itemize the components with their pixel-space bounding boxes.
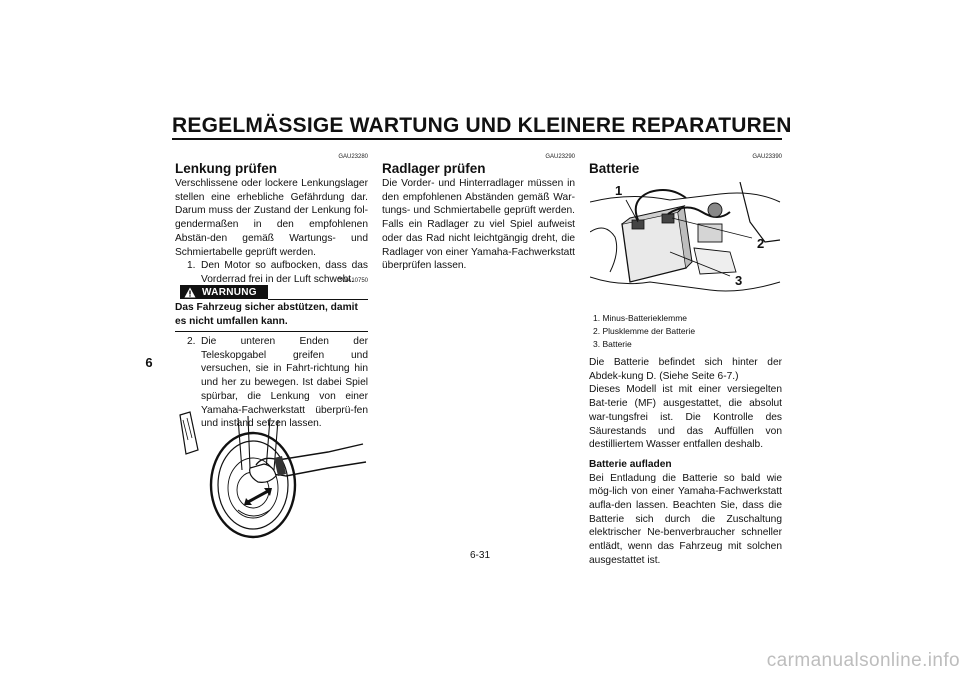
caption-2: 2. Plusklemme der Batterie: [593, 326, 696, 336]
title-rule: [172, 138, 782, 140]
battery-para-1: Die Batterie befindet sich hinter der Ab…: [589, 357, 782, 382]
steering-section: Verschlissene oder lockere Lenkungslager…: [175, 177, 368, 287]
page-number: 6-31: [469, 550, 490, 561]
battery-subheading: Batterie aufladen: [589, 458, 672, 470]
warning-rule-top: [268, 299, 368, 300]
step-2: 2. Die unteren Enden der Teleskopgabel g…: [175, 335, 368, 431]
battery-illustration: [590, 182, 782, 300]
steering-check-illustration: [179, 411, 367, 539]
warning-rule-bottom: [175, 331, 368, 332]
warning-label: WARNUNG: [202, 286, 257, 298]
heading-steering: Lenkung prüfen: [175, 161, 277, 176]
callout-2: 2: [757, 236, 765, 251]
warning-text: Das Fahrzeug sicher abstützen, damit es …: [175, 302, 358, 327]
section-code-steering: GAU23280: [338, 154, 368, 160]
page-title: REGELMÄSSIGE WARTUNG UND KLEINERE REPARA…: [172, 114, 792, 137]
section-code-wheel-bearings: GAU23290: [545, 154, 575, 160]
step-2-number: 2.: [187, 336, 196, 347]
battery-para-3: Bei Entladung die Batterie so bald wie m…: [589, 472, 782, 566]
warning-badge: WARNUNG: [180, 285, 268, 299]
step-1: 1. Den Motor so aufbocken, dass das Vord…: [175, 259, 368, 286]
chapter-tab: 6: [145, 355, 153, 370]
warning-triangle-icon: [184, 287, 196, 297]
caption-3: 3. Batterie: [593, 339, 632, 349]
wheel-bearings-text: Die Vorder- und Hinterradlager müssen in…: [382, 178, 575, 272]
section-code-battery: GAU23390: [752, 154, 782, 160]
steering-intro: Verschlissene oder lockere Lenkungslager…: [175, 178, 368, 258]
watermark: carmanualsonline.info: [766, 650, 960, 671]
callout-3: 3: [735, 273, 743, 288]
warning-code: GWA10750: [337, 278, 368, 284]
heading-wheel-bearings: Radlager prüfen: [382, 161, 486, 176]
step-1-text: Den Motor so aufbocken, dass das Vorderr…: [201, 260, 368, 285]
battery-para-2: Dieses Modell ist mit einer versiegelten…: [589, 384, 782, 451]
step-1-number: 1.: [187, 260, 196, 272]
callout-1: 1: [615, 183, 623, 198]
heading-battery: Batterie: [589, 161, 640, 176]
battery-captions: 1. Minus-Batterieklemme 2. Plusklemme de…: [593, 312, 783, 351]
step-2-text: Die unteren Enden der Teleskopgabel grei…: [201, 336, 368, 430]
caption-1: 1. Minus-Batterieklemme: [593, 313, 688, 323]
battery-section: Die Batterie befindet sich hinter der Ab…: [589, 356, 782, 568]
